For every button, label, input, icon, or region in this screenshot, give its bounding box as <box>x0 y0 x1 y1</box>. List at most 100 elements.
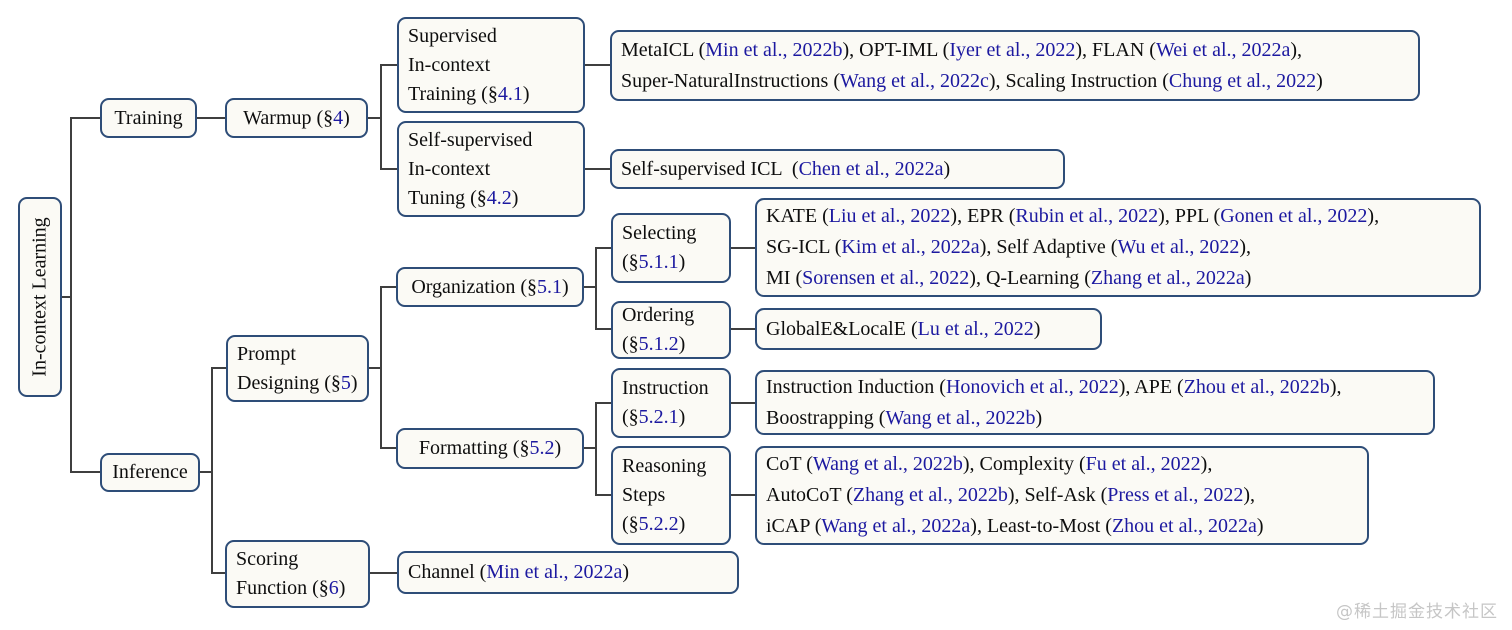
label-text: (§ <box>622 513 639 535</box>
text-line: Channel (Min et al., 2022a) <box>408 557 629 588</box>
label-text: MetaICL ( <box>621 38 706 61</box>
refs-ordering: GlobalE&LocalE (Lu et al., 2022) <box>755 308 1102 350</box>
edge-organization-out <box>584 286 596 288</box>
label-text: Formatting (§ <box>418 437 530 459</box>
label-text: ), Least-to-Most ( <box>970 515 1112 537</box>
citation-link: Wang et al., 2022b <box>812 453 963 475</box>
node-inference: Inference <box>100 453 200 492</box>
label-text: Self-supervised ICL ( <box>621 157 799 180</box>
text-line: GlobalE&LocalE (Lu et al., 2022) <box>766 314 1040 345</box>
label-text: Warmup (§ <box>243 106 334 129</box>
citation-link: 5.2 <box>529 437 555 459</box>
label-text: Ordering <box>622 304 695 326</box>
refs-instruction: Instruction Induction (Honovich et al., … <box>755 370 1435 435</box>
label-text: ), EPR ( <box>950 205 1016 227</box>
label-text: AutoCoT ( <box>766 484 853 506</box>
label-text: Super-NaturalInstructions ( <box>621 69 840 92</box>
label-text: ), Q-Learning ( <box>969 267 1091 289</box>
citation-link: 4.1 <box>497 82 523 105</box>
edge-to-instruction <box>595 402 611 404</box>
text-line: Boostrapping (Wang et al., 2022b) <box>766 403 1042 434</box>
edge-warmup-out <box>368 117 382 119</box>
refs-supervised-training: MetaICL (Min et al., 2022b), OPT-IML (Iy… <box>610 30 1420 101</box>
edge-prompt-out <box>369 367 381 369</box>
citation-link: Wei et al., 2022a <box>1155 38 1291 61</box>
text-line: Warmup (§4) <box>243 104 350 133</box>
label-text: ) <box>622 561 630 583</box>
text-line: Scoring <box>236 545 298 574</box>
citation-link: 5 <box>340 371 351 394</box>
edge-inference-out <box>200 471 212 473</box>
label-text: Supervised <box>408 24 497 47</box>
label-text: Channel ( <box>408 561 487 583</box>
refs-reasoning-steps: CoT (Wang et al., 2022b), Complexity (Fu… <box>755 446 1369 545</box>
label-text: ) <box>1244 267 1252 289</box>
citation-link: Fu et al., 2022 <box>1085 453 1201 475</box>
label-text: ), Complexity ( <box>962 453 1086 475</box>
label-text: Instruction <box>622 377 709 399</box>
citation-link: Liu et al., 2022 <box>828 205 951 227</box>
text-line: (§5.1.2) <box>622 330 685 359</box>
edge-to-inference <box>72 471 100 473</box>
text-line: MI (Sorensen et al., 2022), Q-Learning (… <box>766 263 1251 294</box>
text-line: iCAP (Wang et al., 2022a), Least-to-Most… <box>766 511 1264 542</box>
text-line: (§5.2.2) <box>622 510 685 539</box>
label-text: ), <box>1243 484 1256 506</box>
label-text: ), Scaling Instruction ( <box>988 69 1169 92</box>
label-text: Organization (§ <box>411 275 538 298</box>
label-text: (§ <box>622 333 639 355</box>
text-line: CoT (Wang et al., 2022b), Complexity (Fu… <box>766 449 1212 480</box>
text-line: Super-NaturalInstructions (Wang et al., … <box>621 66 1323 97</box>
label-text: ) <box>1316 69 1323 92</box>
edge-ordering-refs <box>731 328 755 330</box>
label-text: ) <box>678 406 686 428</box>
citation-link: Wang et al., 2022a <box>821 515 971 537</box>
text-line: (§5.2.1) <box>622 403 685 432</box>
citation-link: Honovich et al., 2022 <box>945 375 1119 398</box>
citation-link: Press et al., 2022 <box>1107 484 1244 506</box>
label-text: ) <box>1256 515 1264 537</box>
edge-root-trunk <box>62 296 70 298</box>
label-text: ), <box>1239 236 1252 258</box>
label-text: In-context Learning <box>28 217 51 377</box>
edge-to-supervised-training <box>382 64 397 66</box>
label-text: Scoring <box>236 548 299 570</box>
text-line: Function (§6) <box>236 574 345 603</box>
text-line: MetaICL (Min et al., 2022b), OPT-IML (Iy… <box>621 35 1302 66</box>
text-line: Steps <box>622 481 665 510</box>
label-text: Training <box>114 106 183 129</box>
root-label: In-context Learning <box>26 217 55 376</box>
label-text: Function (§ <box>236 577 329 599</box>
text-line: Self-supervised <box>408 126 532 155</box>
edge-trunk-vertical <box>70 117 72 473</box>
label-text: ), PPL ( <box>1158 205 1221 227</box>
edge-formatting-out <box>584 447 596 449</box>
label-text: ), <box>1200 453 1213 475</box>
edge-prompt-split <box>380 286 382 449</box>
edge-to-training <box>72 117 100 119</box>
label-text: In-context <box>408 157 491 180</box>
node-selecting: Selecting(§5.1.1) <box>611 213 731 283</box>
label-text: Training (§ <box>408 82 498 105</box>
label-text: Selecting <box>622 222 697 244</box>
label-text: In-context <box>408 53 491 76</box>
refs-selecting: KATE (Liu et al., 2022), EPR (Rubin et a… <box>755 198 1481 297</box>
text-line: Training <box>114 104 182 133</box>
text-line: Self-supervised ICL (Chen et al., 2022a) <box>621 154 950 185</box>
text-line: Tuning (§4.2) <box>408 184 518 213</box>
label-text: ) <box>554 437 562 459</box>
edge-to-selecting <box>595 247 611 249</box>
citation-link: Zhang et al., 2022b <box>852 484 1008 506</box>
label-text: Steps <box>622 484 666 506</box>
text-line: Supervised <box>408 22 497 51</box>
citation-link: 5.1.1 <box>638 251 679 273</box>
label-text: ), <box>1329 375 1342 398</box>
label-text: ) <box>350 371 358 394</box>
label-text: ), APE ( <box>1118 375 1184 398</box>
text-line: Ordering <box>622 301 694 330</box>
edge-to-formatting <box>380 447 396 449</box>
